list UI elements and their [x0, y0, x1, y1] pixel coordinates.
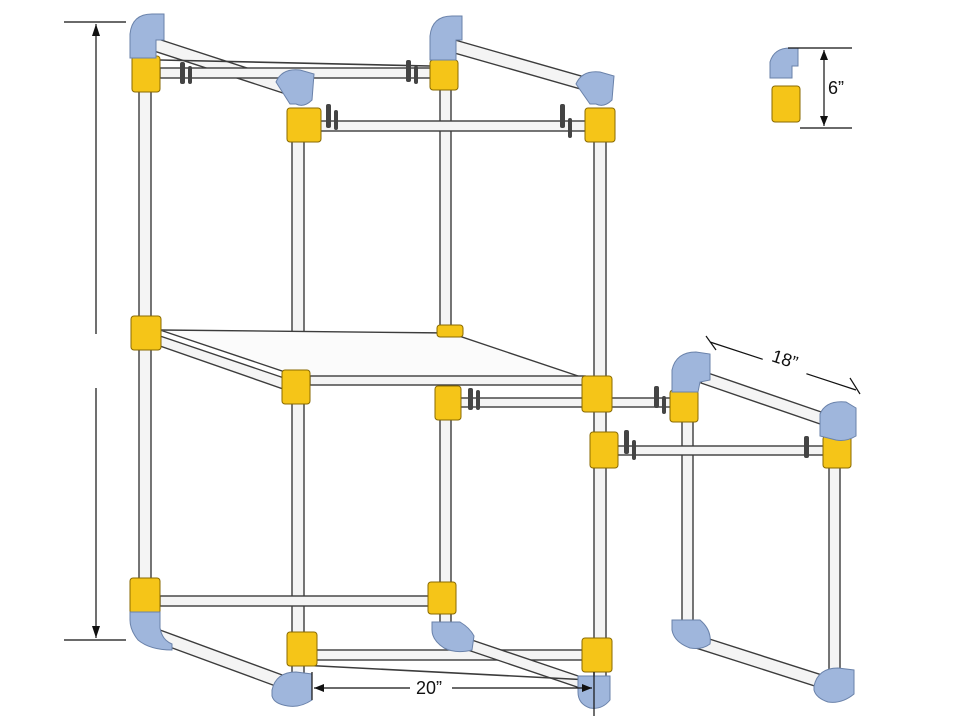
tee-fitting-icon — [434, 385, 462, 421]
tee-fitting-icon — [669, 389, 699, 423]
elbow-fitting-icon — [429, 15, 463, 61]
pipe-back-right-upper — [439, 69, 452, 336]
elbow-fitting-icon — [813, 667, 855, 703]
elbow-fittings — [129, 13, 857, 709]
clip-icon — [560, 104, 565, 128]
tee-fitting-icon — [584, 107, 616, 143]
tee-fitting-icon — [427, 581, 457, 615]
clip-icon — [662, 396, 666, 414]
tee-fitting-icon — [822, 435, 852, 469]
elbow-fitting-icon — [271, 671, 313, 707]
tee-fitting-icon — [286, 631, 318, 667]
pipe-clips — [180, 60, 809, 460]
elbow-fitting-icon — [671, 619, 711, 649]
module-width-dimension: 20” — [311, 672, 595, 716]
pipe-bottom-front-rail — [314, 649, 591, 661]
tee-fitting-icon — [589, 431, 619, 469]
clip-icon — [624, 430, 629, 454]
pipe-bottom-left-diagonal — [155, 629, 286, 689]
pipe-frame — [138, 37, 841, 691]
tee-fitting-icon — [129, 577, 161, 615]
elbow-fitting-icon — [769, 47, 799, 79]
elbow-fitting-icon — [129, 13, 165, 59]
clip-icon — [326, 104, 331, 128]
clip-icon — [180, 62, 185, 84]
elbow-fitting-icon — [129, 611, 173, 651]
pipe-small-top-diagonal — [700, 371, 831, 427]
tee-fitting-icon — [429, 59, 459, 91]
clip-icon — [654, 386, 659, 408]
clip-icon — [632, 440, 636, 460]
clip-icon — [468, 388, 473, 410]
tee-fitting-icon — [286, 107, 322, 143]
clip-icon — [414, 66, 418, 84]
pipe-small-bottom-diagonal — [695, 635, 826, 689]
pipe-small-back-post — [828, 439, 841, 681]
clip-icon — [188, 66, 192, 84]
tee-fitting-icon — [131, 55, 161, 93]
fitting-height-label: 6” — [828, 78, 844, 98]
pipe-top-back-rail-upper — [159, 59, 431, 67]
clip-icon — [568, 118, 572, 138]
clip-icon — [406, 60, 411, 82]
elbow-fitting-icon — [275, 69, 315, 106]
pipe-bottom-right-diagonal — [455, 635, 591, 691]
pipe-top-front-rail — [314, 120, 591, 132]
tee-fitting-icon — [436, 324, 464, 338]
middle-shelf-panel — [159, 329, 591, 381]
pipe-bottom-crossbar — [299, 664, 591, 681]
elbow-fitting-icon — [819, 401, 857, 441]
tee-fitting-icon — [130, 315, 162, 351]
pipe-connector-lower — [614, 445, 826, 456]
tee-fitting-icon — [281, 369, 311, 405]
tee-fitting-icon — [771, 85, 801, 123]
tee-fitting-icon — [581, 375, 613, 413]
pipe-top-left-diagonal — [150, 37, 291, 95]
tee-fitting-icon — [581, 637, 613, 673]
clip-icon — [804, 436, 809, 458]
pipe-small-front-post — [681, 394, 694, 631]
clip-icon — [476, 390, 480, 410]
module-width-label: 20” — [416, 678, 442, 698]
fitting-height-dimension: 6” — [769, 47, 852, 129]
pipe-top-right-diagonal — [450, 39, 596, 93]
elbow-fitting-icon — [575, 71, 615, 106]
pipe-mid-front-rail — [309, 375, 586, 386]
module-depth-dimension: 18” — [705, 335, 861, 395]
pipe-bottom-back-rail — [159, 595, 436, 607]
elbow-fitting-icon — [671, 351, 711, 393]
overall-height-dimension — [64, 21, 126, 641]
clip-icon — [334, 110, 338, 130]
elbow-fitting-icon — [431, 621, 475, 653]
